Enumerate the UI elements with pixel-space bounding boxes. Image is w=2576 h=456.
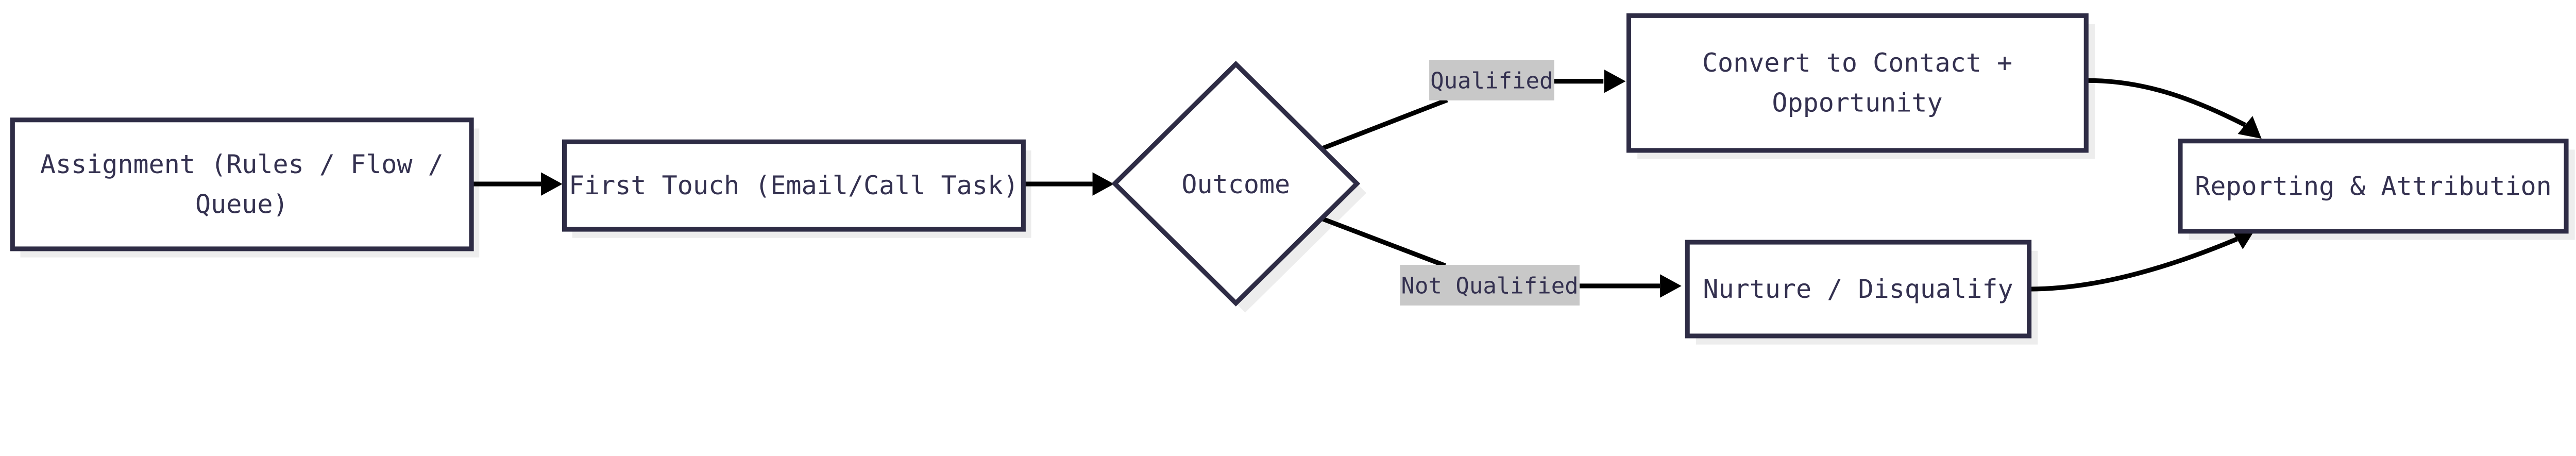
node-convert: Convert to Contact + Opportunity [1626, 13, 2089, 153]
node-nurture-label: Nurture / Disqualify [1703, 274, 2013, 304]
node-convert-label-line1: Convert to Contact + [1702, 48, 2012, 78]
node-outcome-label: Outcome [1181, 170, 1290, 199]
node-reporting: Reporting & Attribution [2178, 139, 2569, 234]
edge-label-qualified-text: Qualified [1430, 67, 1553, 94]
node-assignment-box [10, 117, 474, 251]
node-assignment-label-line2: Queue) [195, 190, 289, 219]
node-outcome-diamond [1111, 60, 1361, 307]
arrowhead [2231, 228, 2256, 249]
arrowhead [2238, 116, 2262, 139]
edge-convert-to-reporting [2086, 78, 2246, 127]
edge-label-not-qualified: Not Qualified [1400, 265, 1580, 306]
node-first-touch: First Touch (Email/Call Task) [562, 139, 1026, 232]
arrowhead [1604, 69, 1626, 93]
node-assignment: Assignment (Rules / Flow / Queue) [10, 117, 474, 251]
edge-label-qualified-background [1429, 59, 1554, 100]
node-first-touch-box [562, 139, 1026, 232]
edge-outcome-to-convert-diagonal [1321, 97, 1448, 151]
node-convert-label-line2: Opportunity [1772, 88, 1942, 117]
flowchart-svg: Qualified Not Qualified Assignment (Rule… [10, 13, 2575, 345]
arrowhead [1660, 274, 1682, 298]
node-first-touch-label: First Touch (Email/Call Task) [569, 171, 1019, 200]
edge-label-not-qualified-text: Not Qualified [1401, 273, 1579, 299]
node-nurture-box [1685, 240, 2032, 339]
arrowhead [1092, 172, 1114, 196]
node-assignment-label-line1: Assignment (Rules / Flow / [40, 149, 444, 179]
arrowhead [541, 172, 563, 196]
edge-label-qualified: Qualified [1429, 59, 1554, 100]
flowchart-canvas: Qualified Not Qualified Assignment (Rule… [10, 13, 2575, 345]
node-outcome: Outcome [1111, 60, 1361, 307]
node-nurture: Nurture / Disqualify [1685, 240, 2032, 339]
node-reporting-box [2178, 139, 2569, 234]
node-convert-box [1626, 13, 2089, 153]
edge-nurture-to-reporting [2029, 237, 2238, 292]
edge-label-not-qualified-background [1400, 265, 1580, 306]
edge-outcome-to-nurture-diagonal [1321, 216, 1446, 268]
node-reporting-label: Reporting & Attribution [2195, 172, 2552, 201]
